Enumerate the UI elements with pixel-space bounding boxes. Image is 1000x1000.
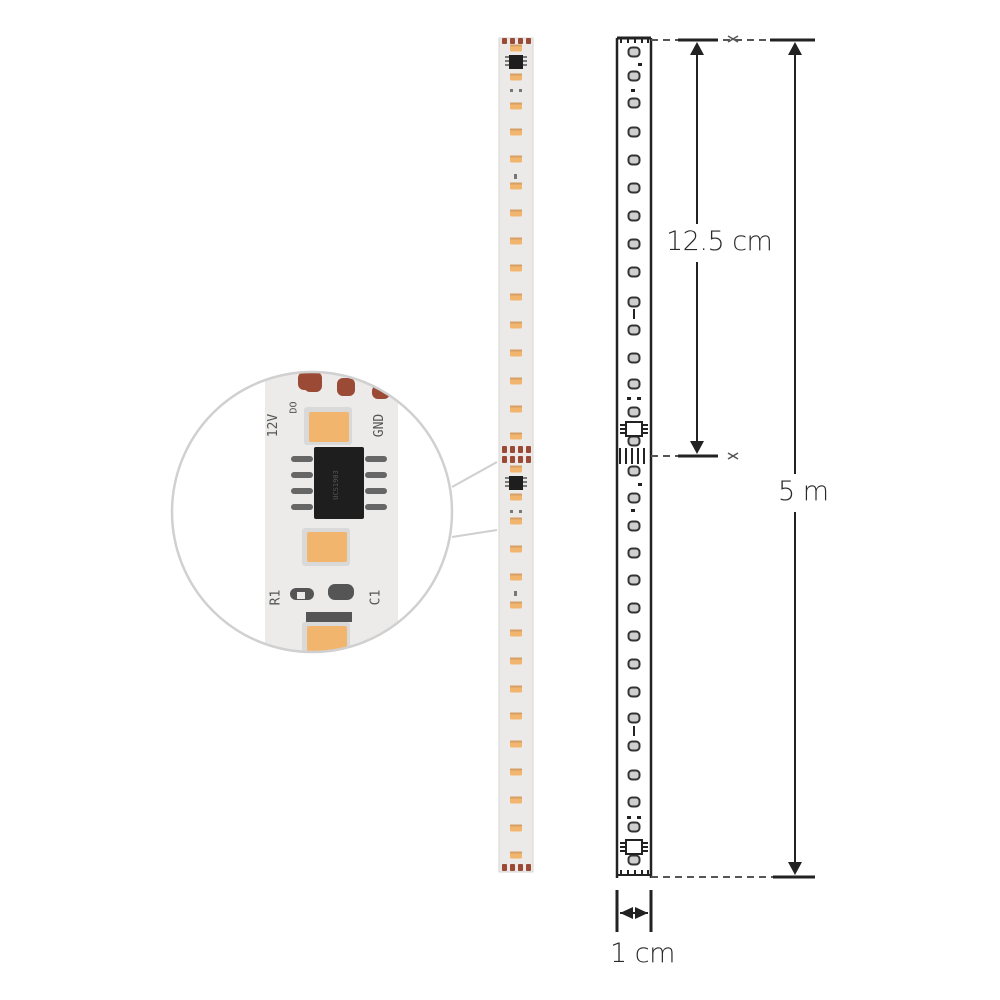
pcb-label-r1: R1 bbox=[268, 589, 284, 606]
arrowheads bbox=[620, 42, 802, 919]
svg-text:UCS1903: UCS1903 bbox=[332, 470, 340, 500]
magnifier-detail: UCS1903 bbox=[170, 370, 498, 654]
arrow-left-icon bbox=[620, 907, 633, 919]
photo-ic-chip bbox=[505, 476, 527, 490]
pcb-label-gnd: GND bbox=[372, 413, 388, 438]
arrow-down-icon bbox=[788, 862, 802, 875]
total-length-label: 5 m bbox=[776, 476, 831, 507]
pcb-label-do: DO bbox=[288, 401, 300, 414]
arrow-right-icon bbox=[635, 907, 648, 919]
schematic-strip bbox=[615, 36, 653, 878]
schematic-ic bbox=[620, 421, 648, 437]
schematic-ic bbox=[620, 839, 648, 855]
arrow-up-icon bbox=[788, 42, 802, 55]
arrow-up-icon bbox=[690, 42, 704, 55]
scissors-icon bbox=[727, 452, 739, 460]
magnified-ic-chip: UCS1903 bbox=[291, 447, 387, 519]
strip-width-label: 1 cm bbox=[610, 938, 675, 969]
photo-led-strip bbox=[498, 37, 534, 873]
photo-ic-chip bbox=[505, 55, 527, 69]
segment-length-label: 12.5 cm bbox=[664, 226, 775, 257]
arrow-down-icon bbox=[690, 441, 704, 454]
scissors-icon bbox=[727, 35, 739, 43]
pcb-label-12v: 12V bbox=[266, 413, 282, 438]
pcb-label-c1: C1 bbox=[368, 589, 384, 606]
